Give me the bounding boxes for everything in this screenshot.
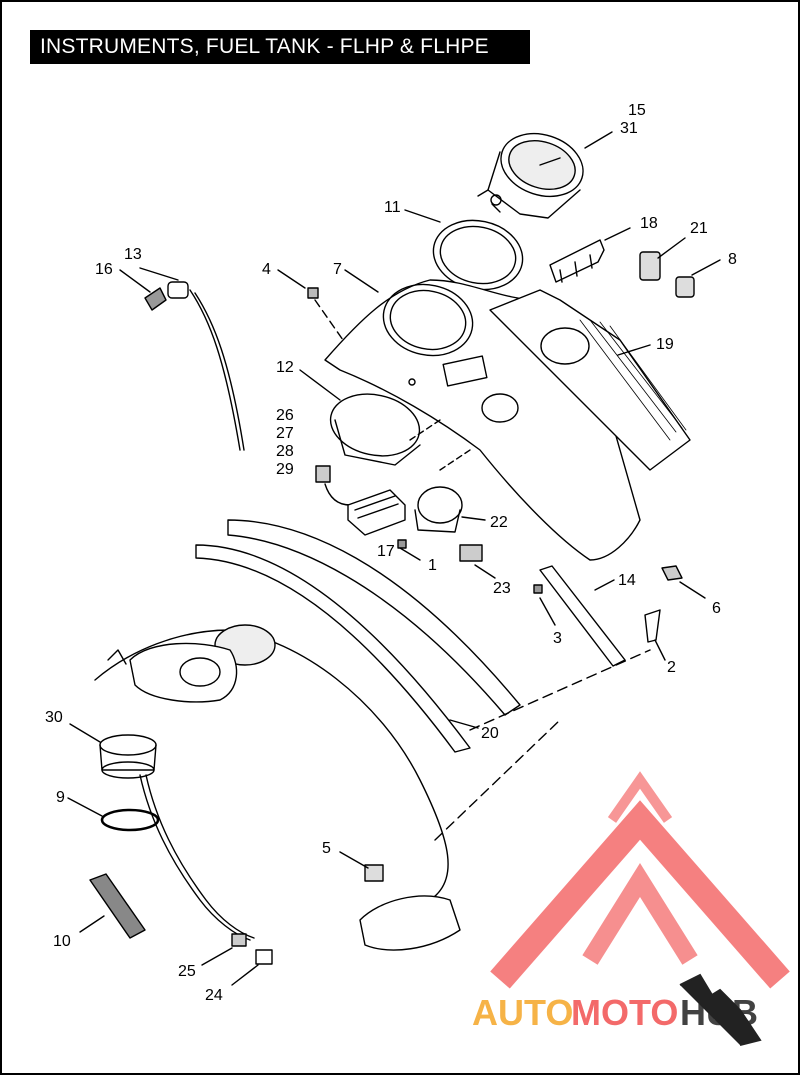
watermark-logo: AUTO MOTO HUB bbox=[472, 771, 790, 1046]
callout-19: 19 bbox=[656, 336, 674, 353]
callout-7: 7 bbox=[333, 261, 342, 278]
callout-2: 2 bbox=[667, 659, 676, 676]
callout-6: 6 bbox=[712, 600, 721, 617]
callout-28: 28 bbox=[276, 443, 294, 460]
callout-12: 12 bbox=[276, 359, 294, 376]
callout-22: 22 bbox=[490, 514, 508, 531]
callout-20: 20 bbox=[481, 725, 499, 742]
switch-assembly-part bbox=[414, 449, 471, 533]
callout-1: 1 bbox=[428, 557, 437, 574]
panel-part bbox=[489, 289, 691, 471]
watermark-text-moto: MOTO bbox=[571, 992, 678, 1033]
switch-part bbox=[639, 251, 661, 281]
connector-part bbox=[315, 465, 331, 483]
callout-9: 9 bbox=[56, 789, 65, 806]
connector-24-part bbox=[255, 949, 273, 965]
screw-part bbox=[307, 287, 319, 299]
callout-4: 4 bbox=[262, 261, 271, 278]
strap-part bbox=[533, 565, 683, 667]
sensor-part bbox=[144, 281, 245, 451]
connector-25-part bbox=[231, 933, 247, 947]
callout-16: 16 bbox=[95, 261, 113, 278]
screw-1-part bbox=[397, 539, 407, 549]
fuel-gauge-part bbox=[99, 734, 255, 941]
watermark-text-auto: AUTO bbox=[472, 992, 573, 1033]
clip-part bbox=[459, 544, 483, 562]
callout-5: 5 bbox=[322, 840, 331, 857]
callout-13: 13 bbox=[124, 246, 142, 263]
callout-8: 8 bbox=[728, 251, 737, 268]
bracket-part bbox=[549, 239, 605, 283]
watermark-arrow-icon bbox=[679, 973, 762, 1046]
title-banner: INSTRUMENTS, FUEL TANK - FLHP & FLHPE bbox=[30, 30, 530, 64]
callout-14: 14 bbox=[618, 572, 636, 589]
callout-30: 30 bbox=[45, 709, 63, 726]
callout-23: 23 bbox=[493, 580, 511, 597]
mount-ring-part bbox=[329, 393, 441, 466]
callout-27: 27 bbox=[276, 425, 294, 442]
callout-31: 31 bbox=[620, 120, 638, 137]
callout-15: 15 bbox=[628, 102, 646, 119]
callout-25: 25 bbox=[178, 963, 196, 980]
callout-18: 18 bbox=[640, 215, 658, 232]
callout-3: 3 bbox=[553, 630, 562, 647]
callout-24: 24 bbox=[205, 987, 223, 1004]
module-part bbox=[347, 489, 406, 536]
page-title: INSTRUMENTS, FUEL TANK - FLHP & FLHPE bbox=[40, 35, 489, 58]
callout-10: 10 bbox=[53, 933, 71, 950]
callout-29: 29 bbox=[276, 461, 294, 478]
o-ring-part bbox=[100, 808, 160, 832]
speedometer-part bbox=[477, 132, 584, 219]
trim-strip-lower bbox=[195, 544, 471, 753]
tank-part bbox=[94, 624, 651, 951]
switch-cap-part bbox=[675, 276, 695, 298]
callout-17: 17 bbox=[377, 543, 395, 560]
clip-5-part bbox=[364, 864, 384, 882]
callout-21: 21 bbox=[690, 220, 708, 237]
sleeve-part bbox=[89, 873, 146, 939]
callout-26: 26 bbox=[276, 407, 294, 424]
callout-11: 11 bbox=[384, 199, 401, 216]
trim-strip-upper bbox=[227, 519, 521, 716]
